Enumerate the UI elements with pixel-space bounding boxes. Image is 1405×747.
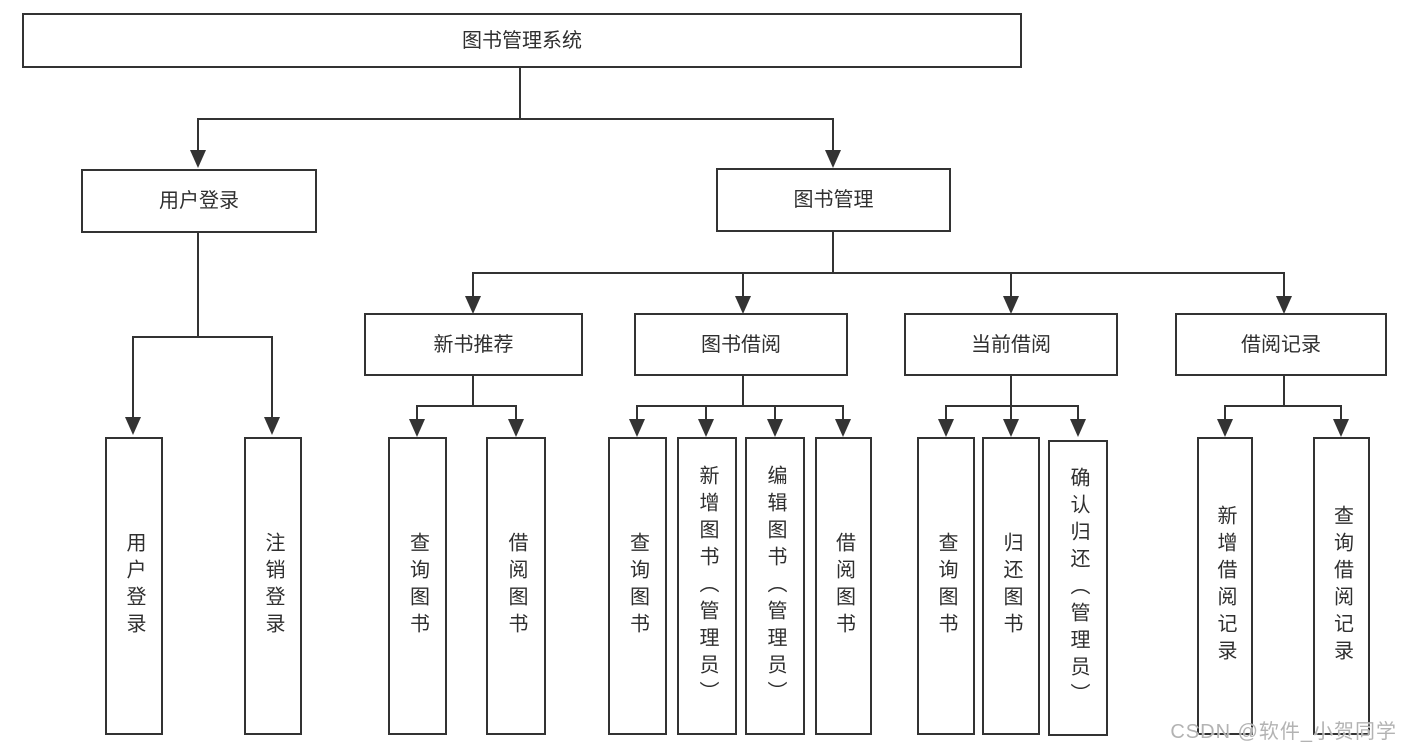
leaf-edit-book-admin-label: 编辑图书（管理员）	[764, 464, 786, 708]
arrowhead-login-leaf	[125, 417, 141, 435]
node-current-borrow: 当前借阅	[904, 313, 1118, 376]
node-borrow-records: 借阅记录	[1175, 313, 1387, 376]
connector-leaf-line	[945, 405, 947, 421]
connector-current-borrow-stub	[1010, 376, 1012, 407]
leaf-query-borrow-record-label: 查询借阅记录	[1330, 505, 1353, 667]
connector-to-borrow-records	[1283, 272, 1285, 298]
arrowhead-leaf	[835, 419, 851, 437]
connector-book-borrow-stub	[742, 376, 744, 407]
csdn-watermark: CSDN @软件_小贺同学	[1170, 721, 1397, 743]
arrowhead-borrow-records	[1276, 296, 1292, 314]
leaf-confirm-return-admin: 确认归还（管理员）	[1048, 440, 1108, 736]
node-book-management-label: 图书管理	[793, 189, 874, 211]
connector-borrow-records-stub	[1283, 376, 1285, 407]
connector-book-borrow-split	[636, 405, 843, 407]
arrowhead-leaf	[1003, 419, 1019, 437]
leaf-return-book: 归还图书	[982, 437, 1040, 735]
connector-to-user-login	[197, 118, 199, 152]
connector-to-current-borrow	[1010, 272, 1012, 298]
connector-user-login-stub	[197, 233, 199, 338]
node-new-book-recommend-label: 新书推荐	[433, 333, 514, 356]
leaf-query-book-current: 查询图书	[917, 437, 975, 735]
leaf-add-borrow-record-label: 新增借阅记录	[1214, 505, 1236, 667]
leaf-user-login-label: 用户登录	[123, 532, 145, 640]
arrowhead-leaf	[1217, 419, 1233, 437]
arrowhead-leaf	[938, 419, 954, 437]
connector-root-stub	[519, 68, 521, 118]
arrowhead-leaf	[767, 419, 783, 437]
leaf-confirm-return-admin-label: 确认归还（管理员）	[1067, 466, 1089, 710]
node-book-borrow: 图书借阅	[634, 313, 848, 376]
arrowhead-book-management	[825, 150, 841, 168]
node-library-system: 图书管理系统	[22, 13, 1022, 68]
connector-book-management-split	[472, 272, 1285, 274]
connector-new-book-split	[416, 405, 517, 407]
connector-leaf-line	[705, 405, 707, 421]
leaf-add-borrow-record: 新增借阅记录	[1197, 437, 1253, 735]
leaf-query-borrow-record: 查询借阅记录	[1313, 437, 1370, 735]
leaf-return-book-label: 归还图书	[1000, 532, 1022, 640]
connector-new-book-stub	[472, 376, 474, 407]
connector-user-login-split	[132, 336, 273, 338]
leaf-borrow-book-recommend-label: 借阅图书	[505, 532, 527, 640]
arrowhead-leaf	[1070, 419, 1086, 437]
node-library-system-label: 图书管理系统	[462, 29, 582, 52]
leaf-logout-label: 注销登录	[262, 532, 284, 640]
connector-leaf-line	[1224, 405, 1226, 421]
leaf-query-book-recommend-label: 查询图书	[406, 532, 429, 640]
node-new-book-recommend: 新书推荐	[364, 313, 583, 376]
connector-root-split	[197, 118, 834, 120]
arrowhead-current-borrow	[1003, 296, 1019, 314]
arrowhead-book-borrow	[735, 296, 751, 314]
connector-leaf-line	[1340, 405, 1342, 421]
connector-leaf-line	[416, 405, 418, 421]
connector-leaf-line	[774, 405, 776, 421]
connector-leaf-line	[636, 405, 638, 421]
arrowhead-leaf	[698, 419, 714, 437]
connector-to-login-leaf	[132, 336, 134, 418]
connector-leaf-line	[515, 405, 517, 421]
leaf-user-login: 用户登录	[105, 437, 163, 735]
connector-leaf-line	[842, 405, 844, 421]
connector-to-book-management	[832, 118, 834, 152]
arrowhead-leaf	[629, 419, 645, 437]
leaf-borrow-book-recommend: 借阅图书	[486, 437, 546, 735]
leaf-borrow-book-label: 借阅图书	[832, 532, 855, 640]
arrowhead-leaf	[1333, 419, 1349, 437]
connector-borrow-records-split	[1224, 405, 1342, 407]
node-borrow-records-label: 借阅记录	[1241, 333, 1321, 356]
leaf-borrow-book: 借阅图书	[815, 437, 872, 735]
connector-to-book-borrow	[742, 272, 744, 298]
connector-leaf-line	[1010, 405, 1012, 421]
connector-book-management-stub	[832, 232, 834, 274]
leaf-query-book-current-label: 查询图书	[935, 532, 957, 640]
connector-leaf-line	[1077, 405, 1079, 421]
leaf-logout: 注销登录	[244, 437, 302, 735]
node-book-management: 图书管理	[716, 168, 951, 232]
arrowhead-user-login	[190, 150, 206, 168]
arrowhead-leaf	[409, 419, 425, 437]
connector-to-new-book	[472, 272, 474, 298]
leaf-edit-book-admin: 编辑图书（管理员）	[745, 437, 805, 735]
node-book-borrow-label: 图书借阅	[701, 333, 781, 356]
connector-to-logout-leaf	[271, 336, 273, 418]
arrowhead-leaf	[508, 419, 524, 437]
leaf-query-book-borrow-label: 查询图书	[626, 532, 649, 640]
node-current-borrow-label: 当前借阅	[971, 333, 1051, 356]
node-user-login-label: 用户登录	[159, 190, 239, 212]
arrowhead-new-book	[465, 296, 481, 314]
leaf-add-book-admin: 新增图书（管理员）	[677, 437, 737, 735]
arrowhead-logout-leaf	[264, 417, 280, 435]
leaf-query-book-borrow: 查询图书	[608, 437, 667, 735]
leaf-query-book-recommend: 查询图书	[388, 437, 447, 735]
node-user-login: 用户登录	[81, 169, 317, 233]
leaf-add-book-admin-label: 新增图书（管理员）	[696, 464, 718, 708]
